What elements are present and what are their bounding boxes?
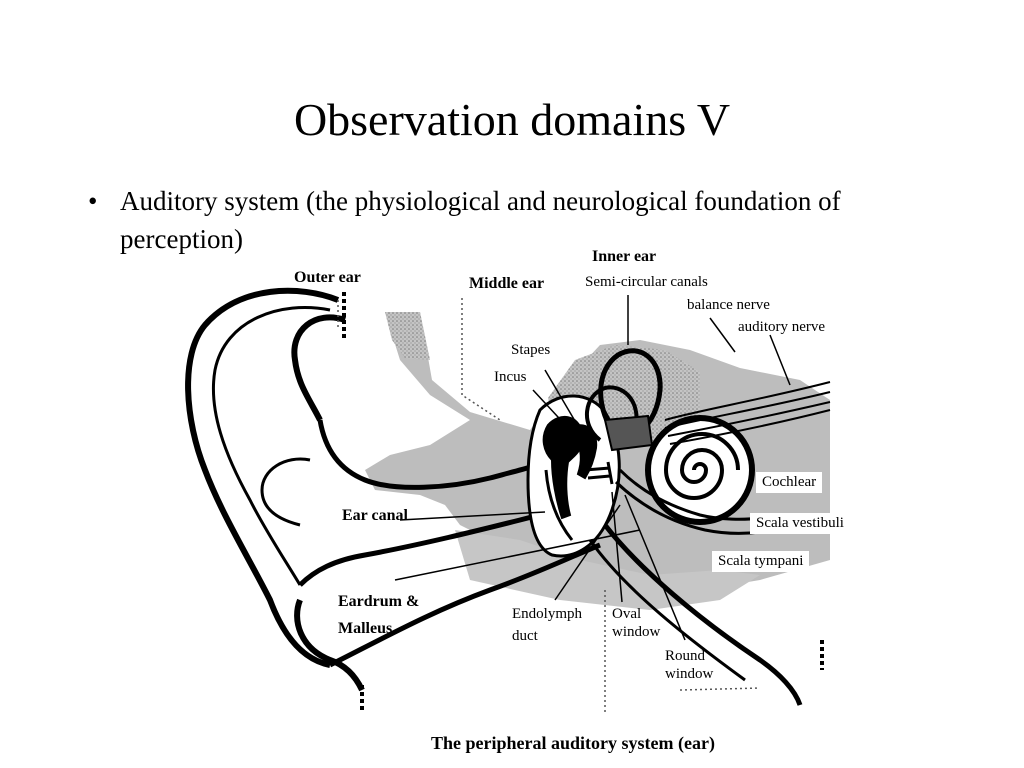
label-stapes: Stapes [511, 342, 551, 358]
label-balance-nerve: balance nerve [687, 297, 770, 313]
label-endolymph-line2: duct [512, 628, 538, 644]
label-oval-window-line1: Oval [612, 606, 642, 622]
label-outer-ear: Outer ear [294, 269, 361, 286]
label-semi-circular-canals: Semi-circular canals [585, 274, 708, 290]
leader-lines [394, 295, 791, 641]
eardrum [544, 469, 574, 541]
label-cochlear: Cochlear [756, 472, 823, 493]
semicircular-canal-2 [584, 385, 639, 442]
label-inner-ear: Inner ear [592, 248, 657, 265]
skull-tissue-lower [455, 530, 760, 610]
label-eardrum-malleus-line2: Malleus [338, 620, 393, 637]
bullet-text: Auditory system (the physiological and n… [120, 186, 841, 254]
vestibule [603, 414, 654, 452]
auricle-rim [291, 314, 346, 422]
label-round-window-line2: window [665, 666, 714, 682]
region-boundaries [337, 298, 761, 712]
label-auditory-nerve: auditory nerve [738, 319, 826, 335]
label-eardrum-malleus-line1: Eardrum & [338, 593, 420, 610]
label-endolymph-line1: Endolymph [512, 606, 582, 622]
label-incus: Incus [494, 369, 527, 385]
scala-tympani-duct [614, 480, 761, 535]
label-round-window-line1: Round [665, 648, 706, 664]
label-ear-canal: Ear canal [342, 507, 408, 524]
auricle-lobe [294, 598, 365, 692]
label-scala-tympani: Scala tympani [712, 551, 810, 572]
lower-canal-outline [328, 542, 601, 668]
skull-tissue-upper-dotted [385, 312, 430, 360]
scala-vestibuli-duct [618, 468, 761, 521]
auditory-nerve-bundle [664, 381, 831, 445]
stapes [584, 461, 614, 485]
concha [260, 457, 311, 527]
label-oval-window-line2: window [612, 624, 661, 640]
label-middle-ear: Middle ear [469, 275, 545, 292]
auricle-outline [185, 287, 340, 668]
label-scala-vestibuli: Scala vestibuli [750, 513, 850, 534]
auricle-inner-fold [211, 306, 331, 586]
ear-canal-upper [317, 419, 553, 490]
slide-title: Observation domains V [293, 94, 731, 145]
eustachian-tube-inner [588, 539, 746, 682]
bullet-marker: • [88, 186, 98, 216]
eustachian-tube [603, 523, 803, 706]
diagram-caption: The peripheral auditory system (ear) [431, 733, 715, 753]
cochlea [645, 415, 755, 525]
